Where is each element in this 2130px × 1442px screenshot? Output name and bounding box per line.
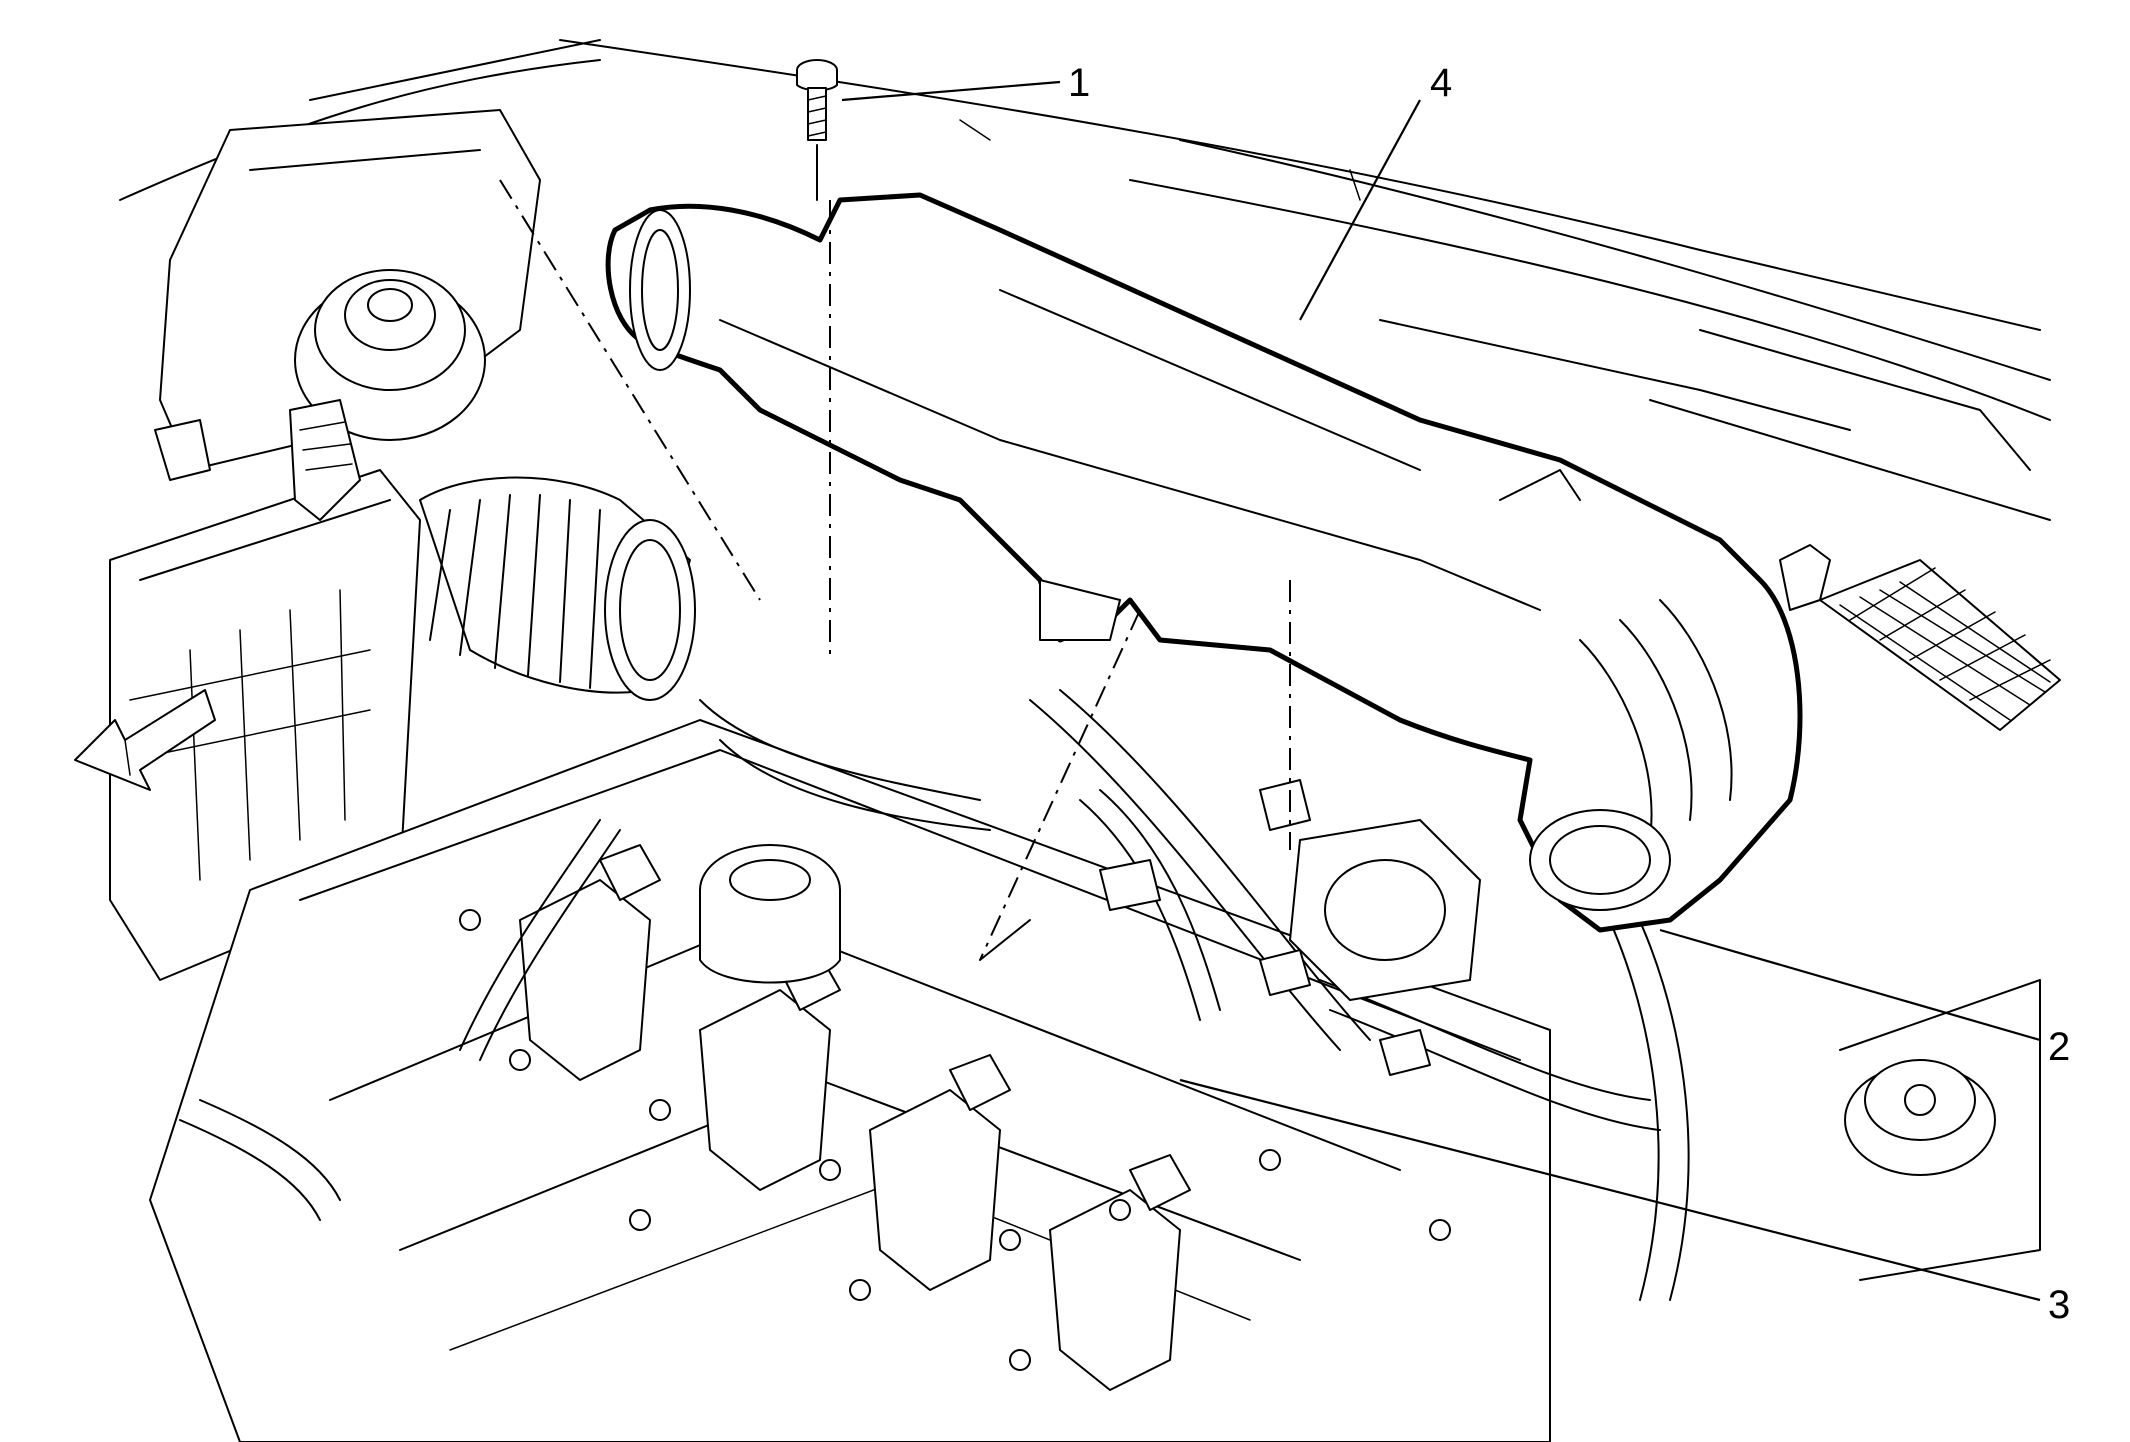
callout-4-label: 4 — [1430, 61, 1452, 105]
alignment-lines — [499, 179, 1291, 961]
hoses-and-wires — [179, 689, 1690, 1301]
maf-connector — [154, 399, 361, 521]
engine-valve-cover — [149, 719, 1551, 1442]
callout-1-label: 1 — [1068, 61, 1090, 105]
coolant-reservoir-cap — [1839, 979, 2041, 1281]
cowl-panel-outline — [119, 39, 2051, 521]
callout-leaders — [841, 80, 2041, 1302]
throttle-body — [1259, 779, 1481, 1001]
oil-filler-cap — [699, 844, 841, 984]
callout-2-label: 2 — [2048, 1025, 2070, 1069]
valve-cover-bolts — [459, 909, 1451, 1371]
arrow-front-icon — [74, 689, 216, 791]
cowl-grille — [1819, 559, 2061, 731]
bolt-fastener — [796, 59, 838, 201]
ignition-coils — [519, 844, 1191, 1391]
air-cleaner-housing — [109, 109, 541, 981]
callout-3-label: 3 — [2048, 1283, 2070, 1327]
intake-corrugated-hose — [419, 476, 696, 701]
